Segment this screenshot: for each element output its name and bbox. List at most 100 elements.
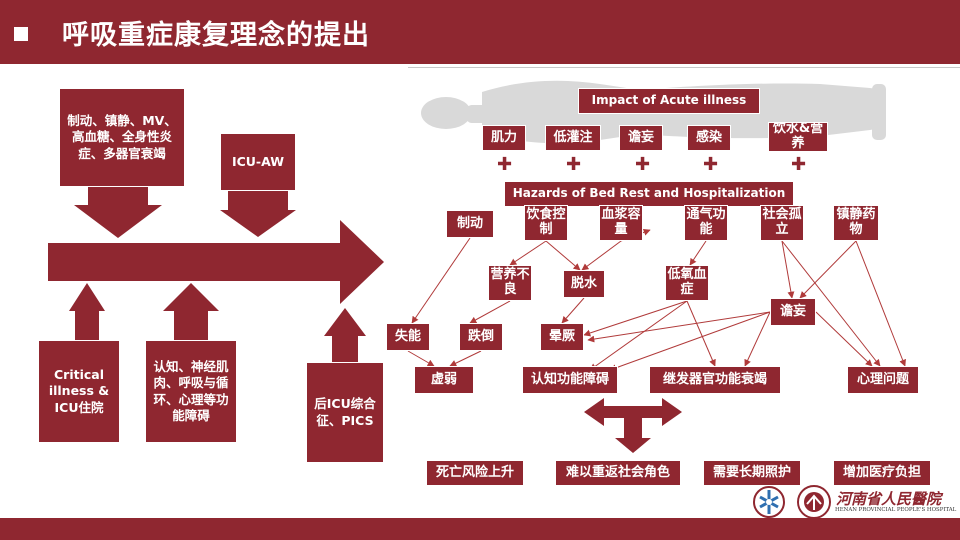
node-malnutrition: 营养不良 [488,265,532,301]
outcome-cross-arrow [584,398,682,453]
node-label: 虚弱 [430,371,457,387]
hospital-seal-icon [797,485,831,519]
node-label: 心理问题 [856,371,909,387]
hospital-logo-subtext: HENAN PROVINCIAL PEOPLE'S HOSPITAL [835,507,957,513]
connector-arrow [509,240,547,266]
connector-arrow [689,240,707,266]
connector-arrow [686,300,716,367]
outcome-medical-burden: 增加医疗负担 [833,460,931,486]
connector-arrow [744,311,771,367]
impact-item-label: 谵妄 [627,129,654,145]
node-disability: 失能 [386,323,430,351]
header-rule [408,67,960,68]
connector-arrow [561,297,585,324]
hazard-label: 制动 [456,215,483,231]
impact-item-strength: 肌力 [482,125,526,151]
footer-bar [0,518,960,540]
post-icu-box: 后ICU综合征、PICS [306,362,384,463]
impact-item-label: 肌力 [490,129,517,145]
outcome-social-return: 难以重返社会角色 [555,460,681,486]
hazard-isolation: 社会孤立 [760,205,804,241]
icu-aw-label: ICU-AW [231,153,285,169]
page-title: 呼吸重症康复理念的提出 [62,20,370,51]
impact-item-label: 感染 [695,129,722,145]
hazards-header: Hazards of Bed Rest and Hospitalization [504,181,794,207]
causes-down-arrow [74,183,162,238]
node-label: 失能 [394,328,421,344]
title-bar: 呼吸重症康复理念的提出 [0,0,960,64]
critical-illness-box: Critical illness & ICU住院 [38,340,120,443]
dysfunction-label: 认知、神经肌肉、呼吸与循环、心理等功能障碍 [153,359,229,423]
icu-aw-box: ICU-AW [220,133,296,191]
connector-arrow [781,240,881,367]
icuaw-down-arrow [220,180,296,237]
connector-arrow [855,240,906,367]
hazard-label: 饮食控制 [526,207,566,237]
connector-arrow [799,240,857,299]
connector-arrow [469,300,511,324]
hazard-sedatives: 镇静药物 [833,205,879,241]
outcome-label: 死亡风险上升 [435,464,514,480]
outcome-label: 增加医疗负担 [842,464,921,480]
hazard-diet: 饮食控制 [524,205,568,241]
causes-label: 制动、镇静、MV、高血糖、全身性炎症、多器官衰竭 [67,113,177,161]
outcome-mortality: 死亡风险上升 [426,460,524,486]
outcome-long-term-care: 需要长期照护 [703,460,801,486]
outcome-label: 难以重返社会角色 [565,464,670,480]
post-icu-label: 后ICU综合征、PICS [314,396,376,428]
medical-emblem-icon [753,486,785,518]
node-organ-failure: 继发器官功能衰竭 [649,366,781,394]
impact-item-label: 低灌注 [553,129,593,145]
connector-arrow [781,240,795,299]
hazard-label: 通气功能 [686,207,726,237]
node-label: 营养不良 [490,267,530,297]
node-dehydration: 脱水 [563,270,605,298]
hazard-label: 镇静药物 [836,207,876,237]
impact-title: Impact of Acute illness [591,93,747,108]
impact-header: Impact of Acute illness [578,88,760,114]
connector-arrow [583,300,688,337]
left-arrow-group [48,180,384,362]
node-label: 低氧血症 [667,267,707,297]
critical-up-arrow [69,283,105,340]
connector-arrow [449,350,482,367]
connector-arrows [407,228,906,372]
impact-item-delirium: 谵妄 [619,125,663,151]
critical-illness-label: Critical illness & ICU住院 [48,367,110,415]
connector-arrow [411,237,471,324]
node-label: 脱水 [570,275,597,291]
plus-sign: ✚ [703,154,719,175]
hazard-immobility: 制动 [446,210,494,238]
node-delirium: 谵妄 [770,298,816,326]
node-fall: 跌倒 [459,323,503,351]
outcome-label: 需要长期照护 [712,464,791,480]
hazard-plasma-volume: 血浆容量 [599,205,643,241]
node-weakness: 虚弱 [414,366,474,394]
dysfunction-box: 认知、神经肌肉、呼吸与循环、心理等功能障碍 [145,340,237,443]
connector-arrow [581,240,622,271]
impact-item-nutrition: 饮水&营养 [768,122,828,152]
node-label: 认知功能障碍 [530,371,609,387]
connector-arrow [815,311,873,367]
hospital-logo-text: 河南省人民醫院 [836,490,942,508]
connector-arrow [609,311,771,372]
node-label: 继发器官功能衰竭 [662,371,767,387]
connector-arrow [587,311,771,343]
hazard-label: 血浆容量 [601,207,641,237]
plus-sign: ✚ [791,154,807,175]
node-syncope: 晕厥 [540,323,584,351]
main-progression-arrow [48,220,384,304]
impact-item-label: 饮水&营养 [772,122,824,151]
plus-sign: ✚ [497,154,513,175]
connector-arrow [407,350,435,367]
plus-sign: ✚ [566,154,582,175]
title-bullet [14,27,28,41]
dysfunction-up-arrow [163,283,219,340]
causes-box: 制动、镇静、MV、高血糖、全身性炎症、多器官衰竭 [59,88,185,187]
hazards-title: Hazards of Bed Rest and Hospitalization [512,186,786,201]
node-cognitive-dysfunction: 认知功能障碍 [522,366,618,394]
connector-arrow [545,240,581,271]
connector-arrow [589,300,688,371]
hazard-label: 社会孤立 [762,207,802,237]
hazard-ventilation: 通气功能 [684,205,728,241]
